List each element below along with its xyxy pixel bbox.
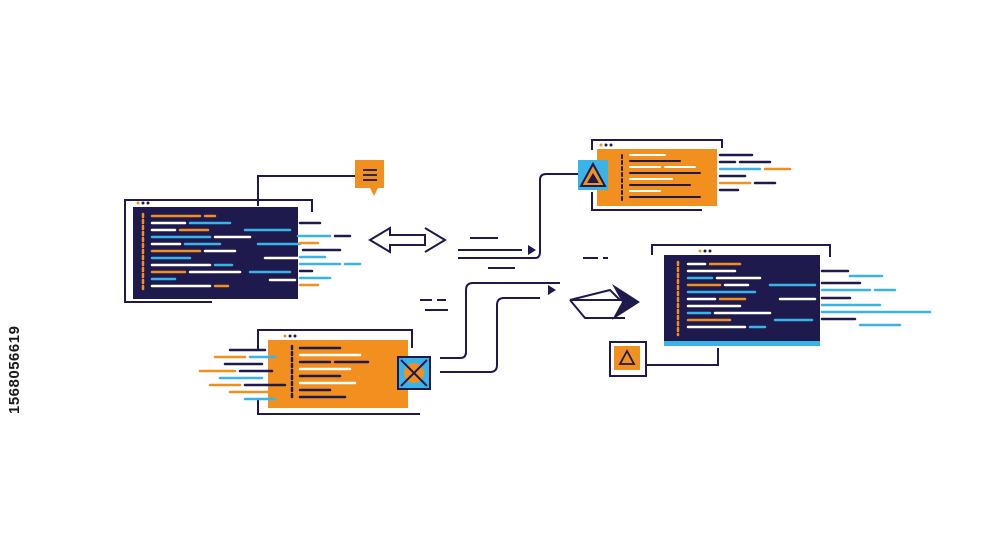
motion-trail — [718, 153, 792, 192]
code-lines — [141, 212, 307, 292]
bottom-right-code-window — [651, 244, 932, 346]
window-dots — [136, 201, 150, 205]
bottom-left-code-window — [198, 329, 420, 415]
code-lines — [290, 344, 370, 402]
swap-arrows-icon — [368, 226, 447, 254]
triangle-warning-icon — [609, 341, 647, 377]
window-dots — [283, 334, 297, 338]
top-left-code-window — [124, 199, 362, 303]
motion-trail — [296, 221, 362, 287]
connector-lines — [257, 173, 719, 373]
window-dots — [599, 143, 613, 147]
connector-arrowheads — [528, 245, 556, 295]
code-lines — [621, 154, 701, 201]
arrow-right-icon — [569, 284, 640, 320]
crossed-circle-icon — [397, 356, 431, 390]
window-dots — [698, 249, 712, 253]
stock-image-id: 1568056619 — [6, 325, 23, 415]
motion-trail — [820, 269, 932, 327]
top-right-code-window — [591, 139, 792, 211]
motion-trail — [198, 348, 287, 401]
code-lines — [676, 260, 817, 337]
triangle-warning-icon — [578, 160, 608, 190]
chat-bubble-icon — [355, 160, 384, 196]
